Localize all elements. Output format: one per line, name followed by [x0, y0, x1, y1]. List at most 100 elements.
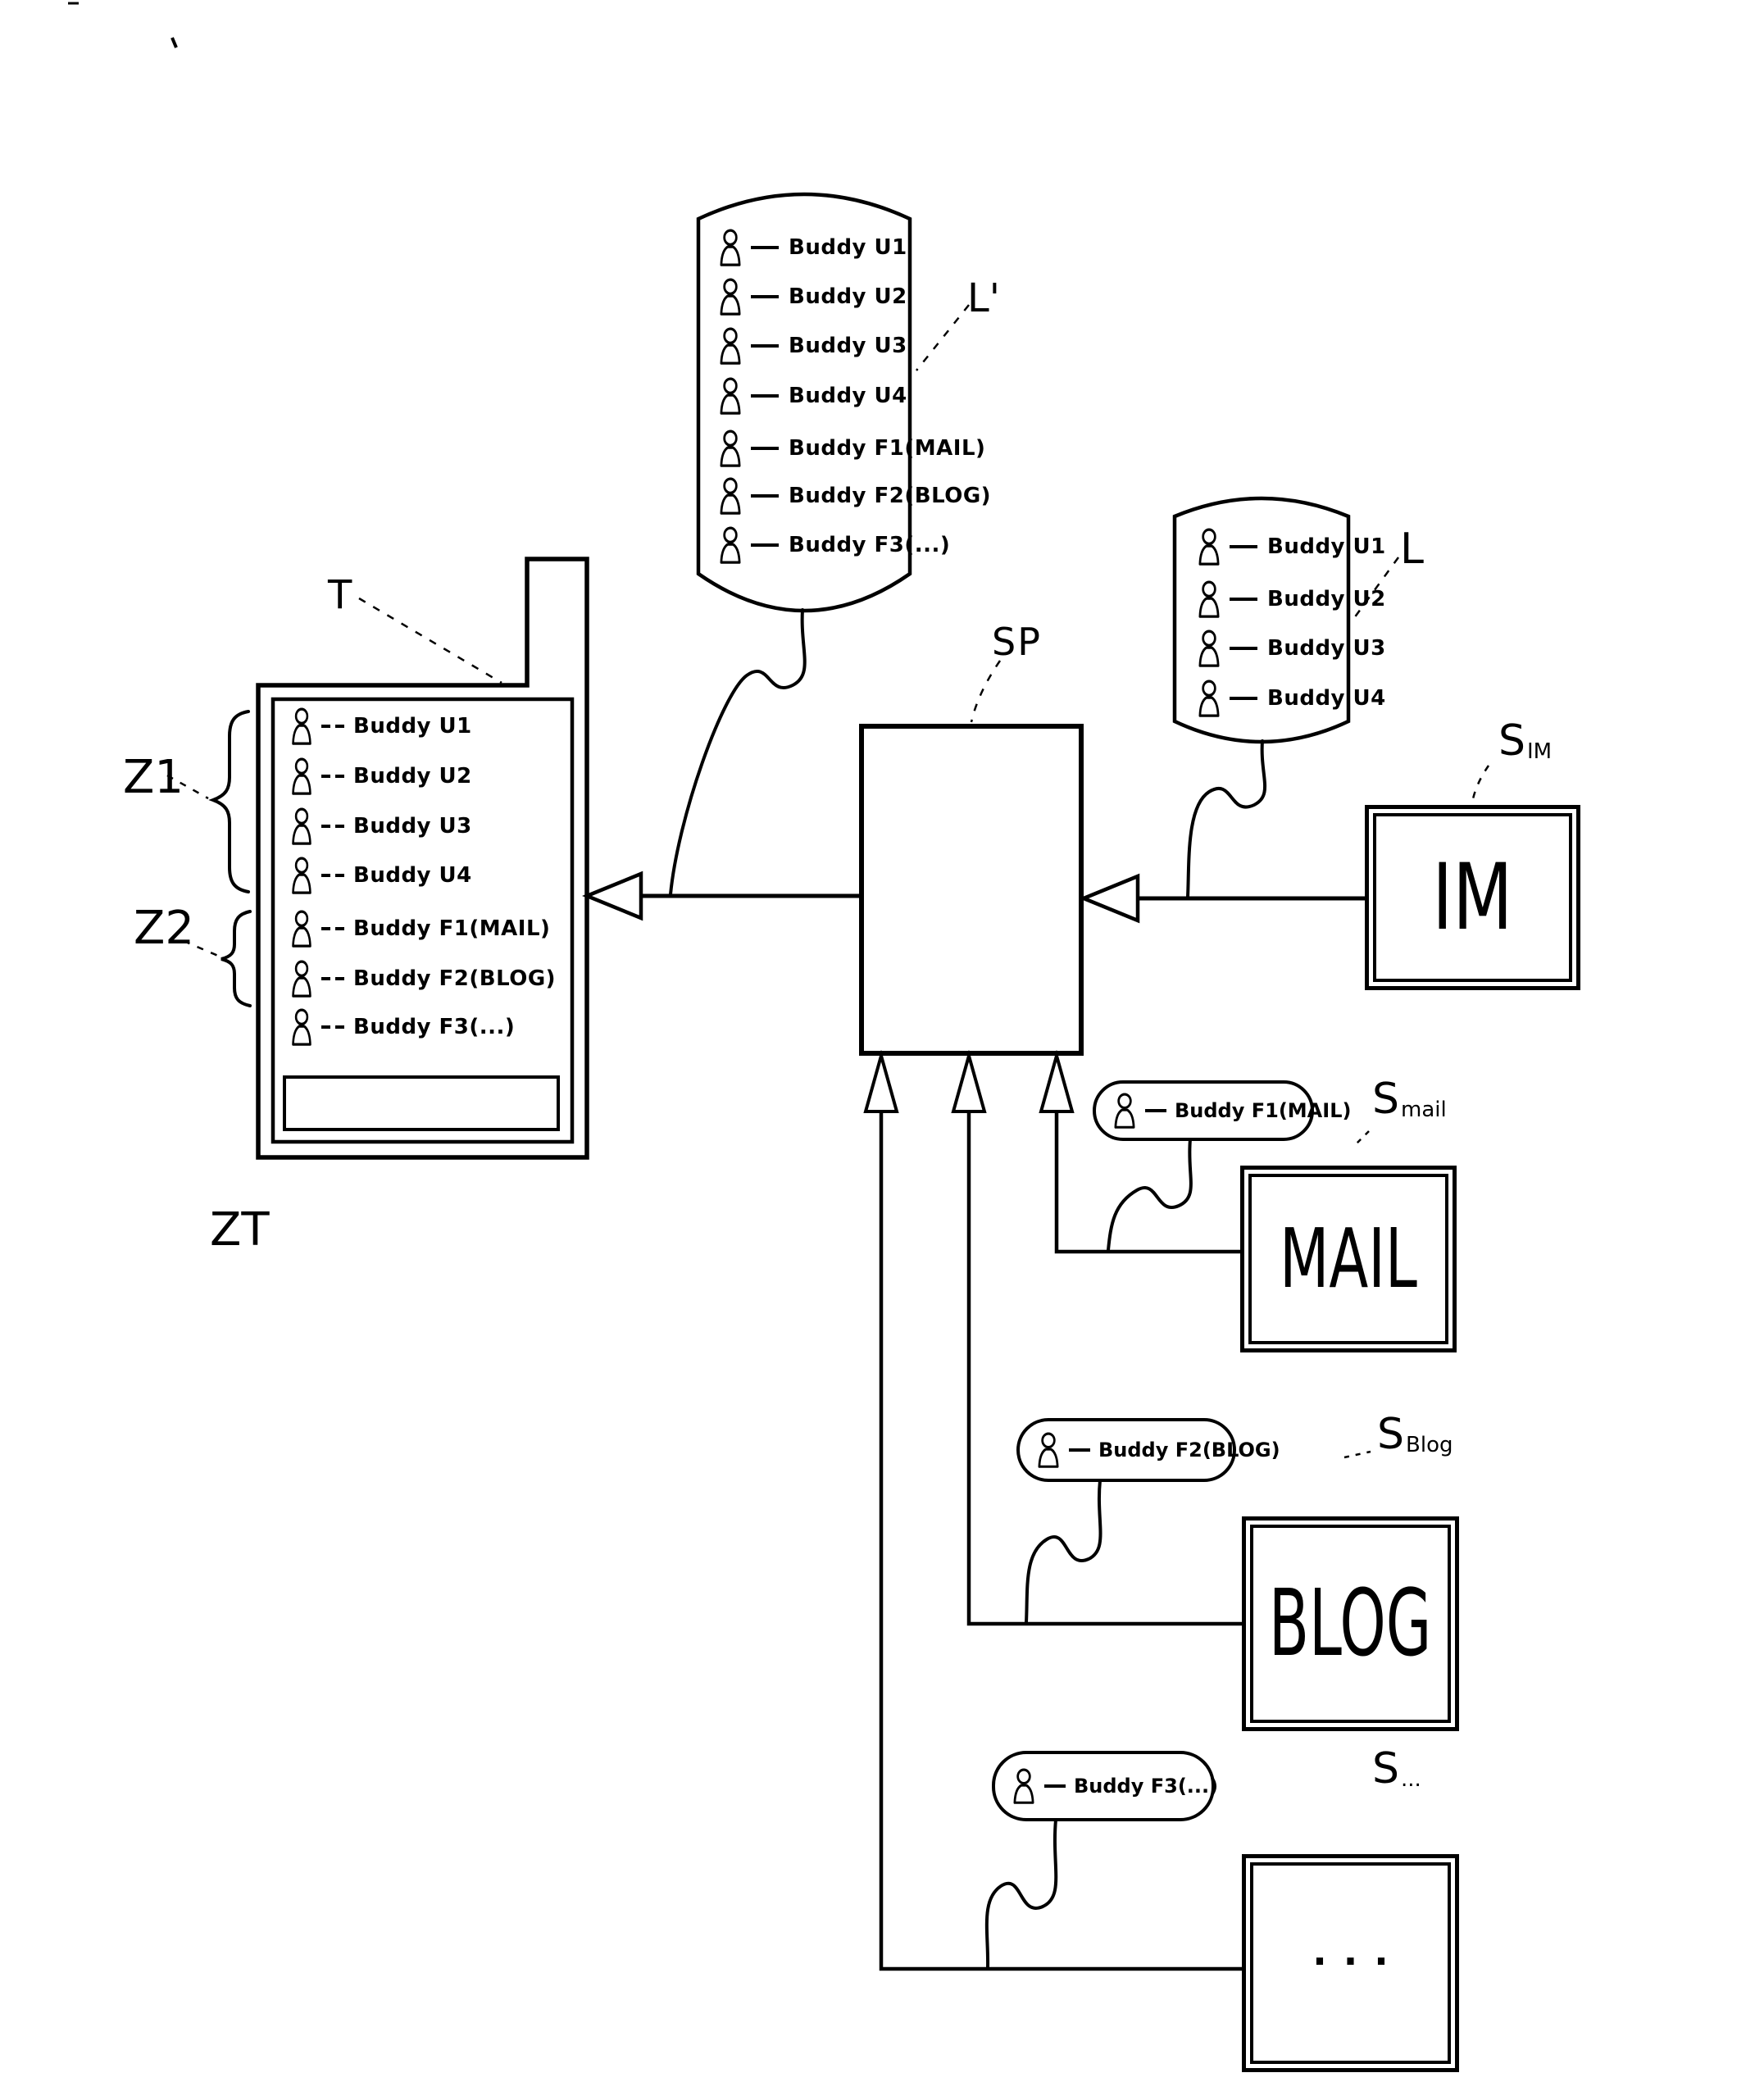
im-list-row: Buddy U3 — [1195, 629, 1386, 668]
aggregated-list-row: Buddy U1 — [716, 228, 907, 267]
mail-tag-squiggle — [1107, 1138, 1193, 1252]
zone1-brace — [208, 710, 250, 893]
connector-dash — [751, 246, 779, 249]
arrowhead-up-other — [863, 1049, 899, 1113]
terminal-list-row: Buddy U2 — [289, 757, 472, 796]
buddy-label: Buddy U1 — [353, 714, 472, 739]
buddy-icon — [1114, 1093, 1135, 1129]
buddy-icon — [291, 857, 312, 894]
buddy-tag-label: Buddy F3(...) — [1074, 1775, 1219, 1798]
im-list-squiggle — [1186, 739, 1267, 898]
connector-dash — [751, 295, 779, 298]
aggregated-list-label: L' — [967, 275, 1000, 321]
other-to-server-line — [879, 1111, 1242, 1971]
connector-dash — [335, 825, 344, 828]
buddy-label: Buddy U2 — [789, 284, 907, 309]
im-list-row: Buddy U2 — [1195, 580, 1386, 619]
connector-dash — [335, 725, 344, 728]
other-service-ref-base: S — [1372, 1744, 1400, 1793]
buddy-label: Buddy F1(MAIL) — [353, 916, 551, 941]
connector-dash — [1145, 1109, 1166, 1112]
connector-dash — [335, 775, 344, 778]
im-service-leader-line — [1471, 765, 1490, 803]
blog-to-server-line — [966, 1111, 1242, 1626]
connector-dash — [335, 1025, 344, 1029]
aggregated-list-row: Buddy F1(MAIL) — [716, 429, 985, 468]
buddy-icon — [291, 707, 312, 745]
server-label: SP — [992, 620, 1042, 664]
buddy-label: Buddy F2(BLOG) — [789, 484, 992, 508]
buddy-icon — [720, 278, 741, 316]
im-list-label: L — [1400, 525, 1424, 574]
connector-dash — [321, 977, 330, 980]
buddy-icon — [1038, 1432, 1059, 1468]
buddy-label: Buddy F2(BLOG) — [353, 966, 557, 991]
server-leader-line — [970, 660, 1002, 723]
connector-dash — [335, 977, 344, 980]
aggregated-list-leader-line — [916, 304, 970, 371]
buddy-icon — [720, 526, 741, 564]
buddy-label: Buddy U1 — [789, 235, 907, 260]
buddy-label: Buddy U2 — [1267, 587, 1386, 611]
buddy-label: Buddy U4 — [1267, 686, 1386, 711]
other-service-ref: S ... — [1372, 1748, 1421, 1790]
arrowhead-left-terminal — [582, 870, 643, 921]
blog-service-ref-base: S — [1377, 1410, 1405, 1459]
buddy-icon — [720, 327, 741, 365]
buddy-icon — [1198, 580, 1220, 618]
zone-terminal-label: ZT — [210, 1203, 270, 1257]
blog-service-leader-line — [1343, 1450, 1371, 1459]
connector-dash — [321, 1025, 330, 1029]
aggregated-list-squiggle — [669, 608, 807, 896]
terminal-leader-line — [358, 597, 502, 684]
other-service-box-inner: ... — [1250, 1862, 1451, 2064]
connector-dash — [321, 725, 330, 728]
terminal-list-row: Buddy F2(BLOG) — [289, 959, 556, 998]
mail-buddy-tag: Buddy F1(MAIL) — [1093, 1080, 1351, 1141]
connector-dash — [1230, 697, 1257, 700]
im-service-ref-sub: IM — [1527, 739, 1553, 764]
connector-dash — [1044, 1784, 1066, 1788]
im-service-ref: S IM — [1498, 720, 1552, 762]
buddy-icon — [720, 377, 741, 415]
buddy-label: Buddy U3 — [789, 334, 907, 358]
connector-dash — [1230, 647, 1257, 650]
im-service-box: IM — [1365, 805, 1580, 990]
mail-service-leader-line — [1353, 1130, 1370, 1147]
buddy-icon — [291, 910, 312, 948]
mail-service-box-inner: MAIL — [1248, 1174, 1448, 1344]
connector-dash — [751, 394, 779, 398]
zone2-label: Z2 — [134, 902, 194, 955]
connector-dash — [751, 543, 779, 547]
terminal-list-row: Buddy U1 — [289, 707, 472, 746]
terminal-label: T — [328, 572, 352, 618]
connector-dash — [335, 927, 344, 930]
connector-dash — [1230, 545, 1257, 548]
aggregated-list-row: Buddy U3 — [716, 326, 907, 366]
buddy-icon — [1198, 680, 1220, 717]
buddy-label: Buddy U4 — [789, 384, 907, 408]
mail-service-ref-base: S — [1372, 1075, 1400, 1124]
connector-dash — [321, 874, 330, 877]
buddy-label: Buddy U4 — [353, 863, 472, 888]
mail-service-ref: S mail — [1372, 1078, 1447, 1121]
buddy-label: Buddy U3 — [353, 814, 472, 839]
buddy-label: Buddy U1 — [1267, 534, 1386, 559]
buddy-icon — [291, 1008, 312, 1046]
connector-dash — [321, 825, 330, 828]
im-list-row: Buddy U4 — [1195, 679, 1386, 718]
terminal-input-field — [283, 1075, 560, 1131]
mail-service-ref-sub: mail — [1401, 1098, 1447, 1122]
buddy-icon — [720, 229, 741, 266]
im-service-ref-base: S — [1498, 716, 1526, 766]
arrowhead-left-server — [1079, 873, 1140, 924]
blog-service-box-inner: BLOG — [1250, 1525, 1451, 1723]
blog-service-ref: S Blog — [1377, 1413, 1453, 1456]
other-buddy-tag: Buddy F3(...) — [992, 1751, 1219, 1821]
aggregated-list-row: Buddy U4 — [716, 376, 907, 416]
terminal-list-row: Buddy U3 — [289, 807, 472, 846]
buddy-label: Buddy F1(MAIL) — [789, 436, 986, 461]
buddy-icon — [291, 807, 312, 845]
connector-dash — [751, 447, 779, 450]
